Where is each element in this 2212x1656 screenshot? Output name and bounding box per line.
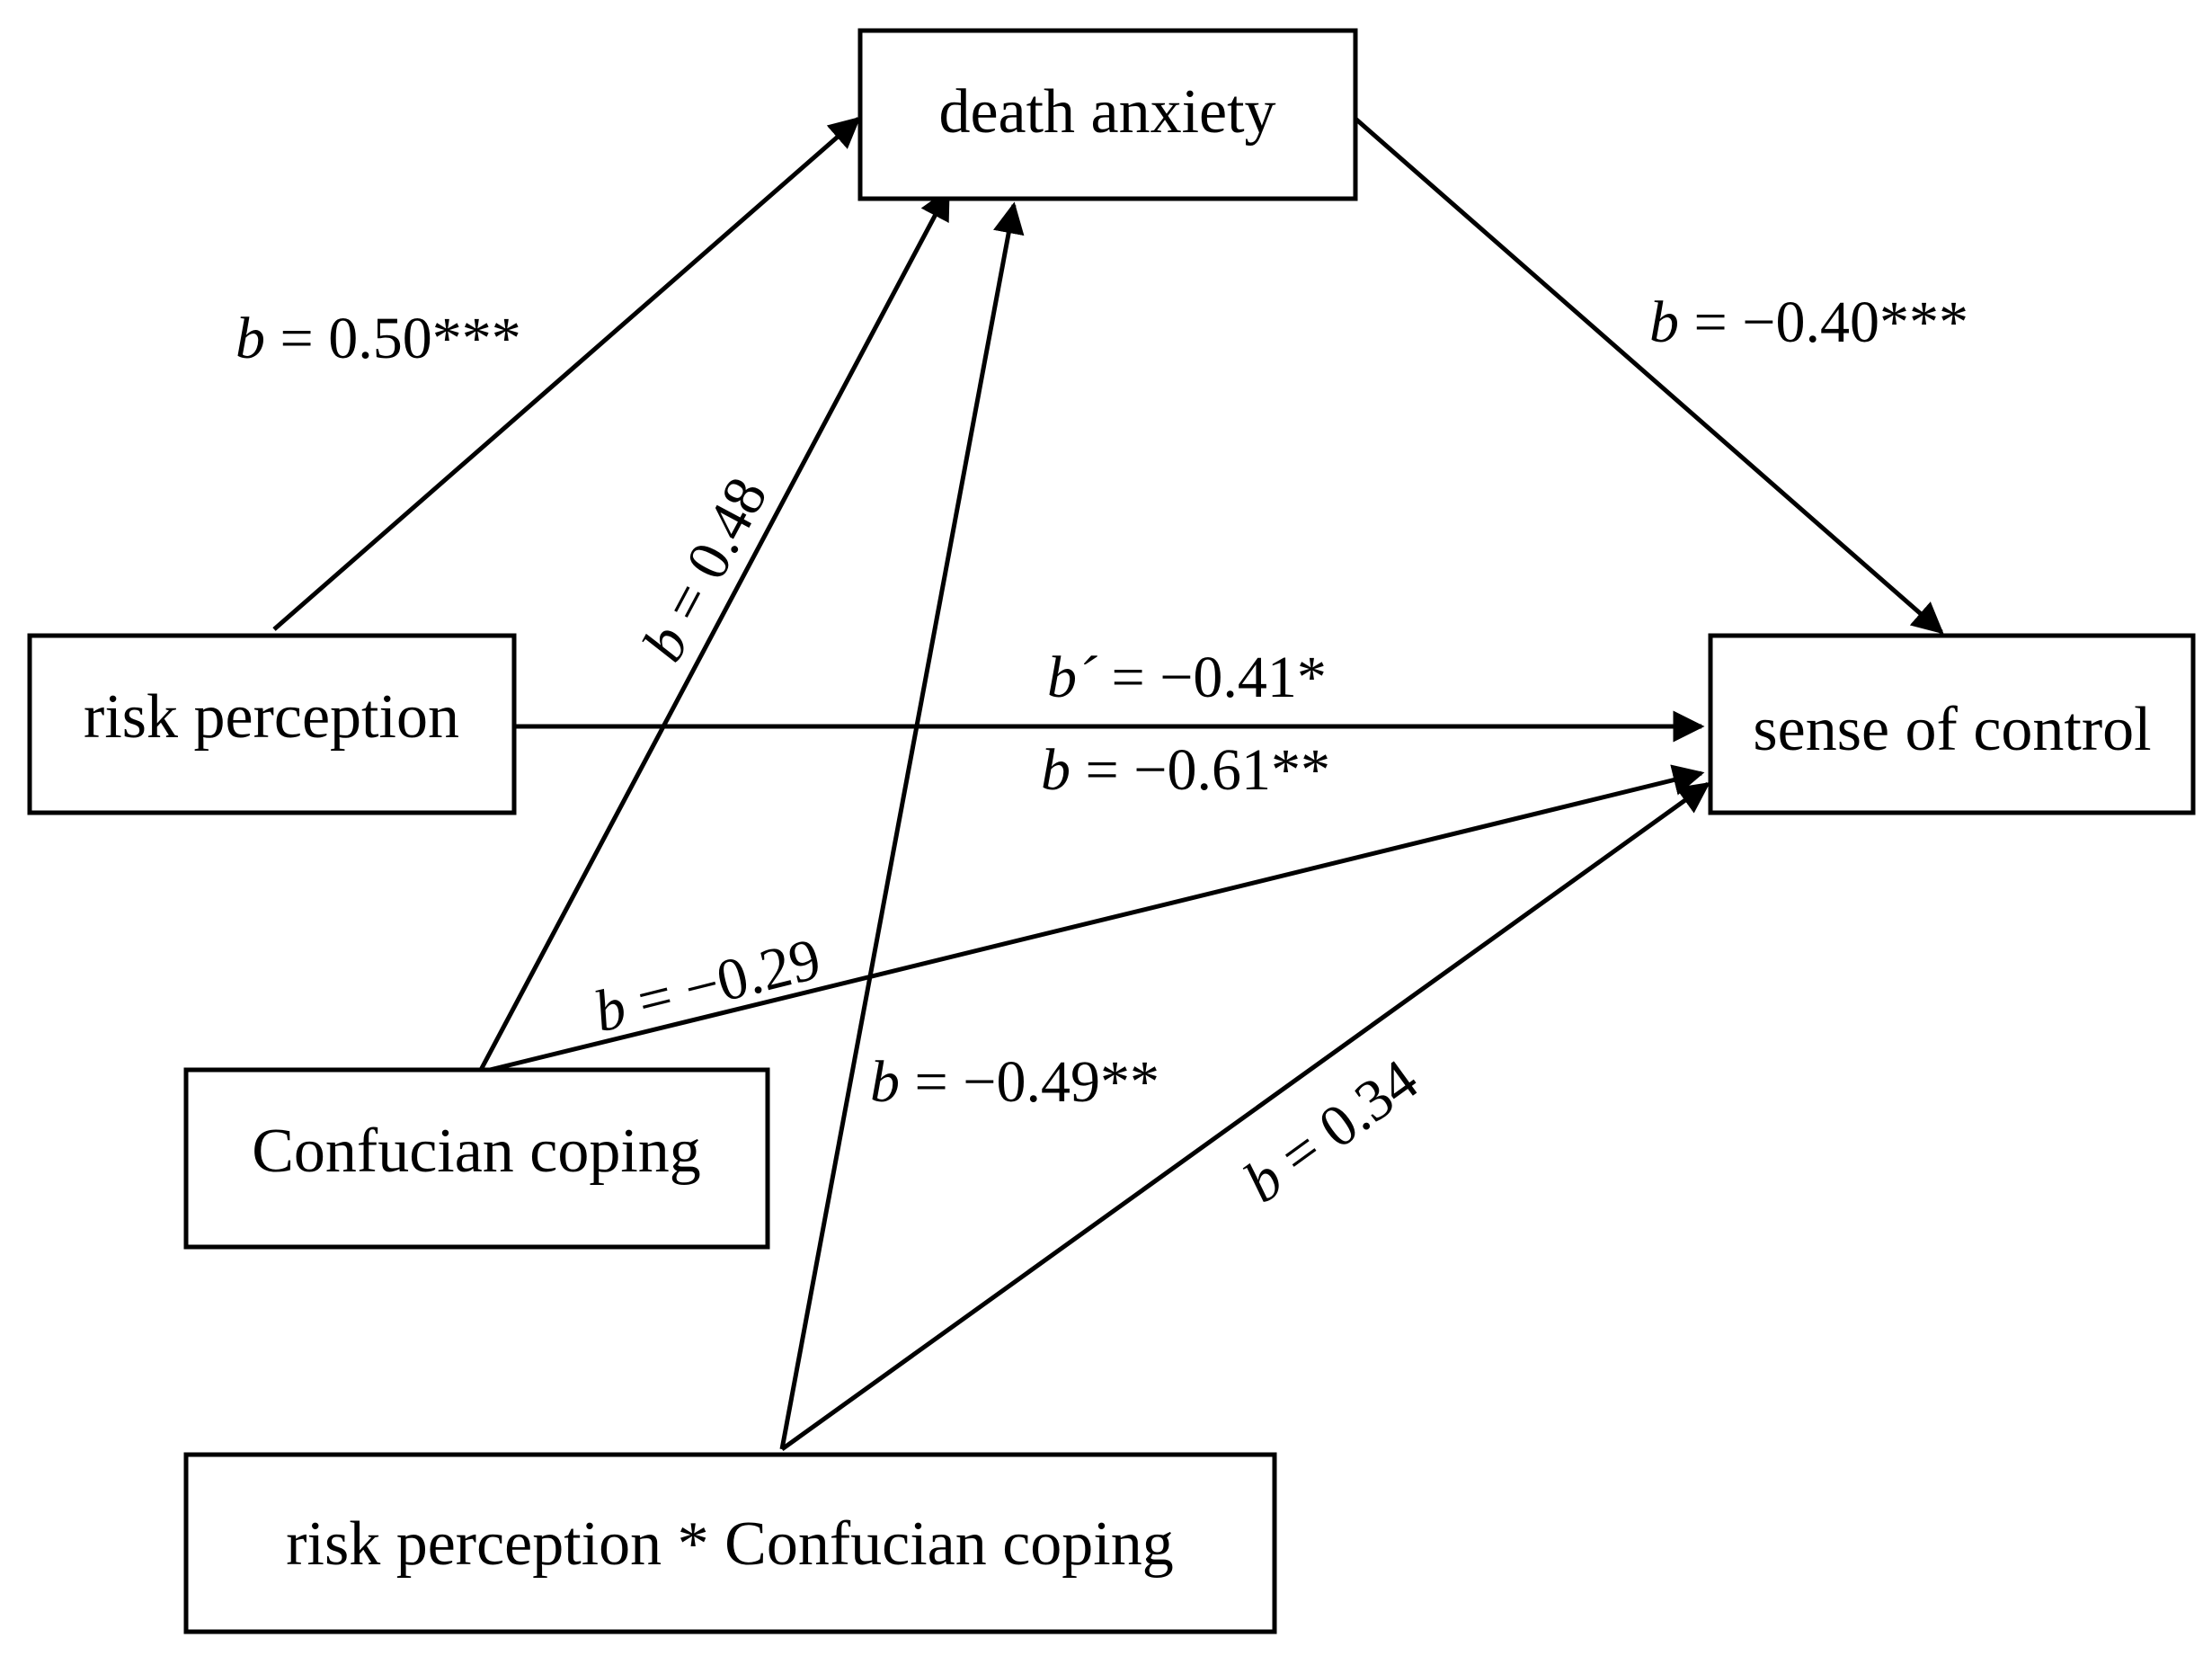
node-interaction: risk perception * Confucian coping [183, 1452, 1277, 1634]
node-risk-perception: risk perception [27, 633, 517, 815]
path-cc-to-sc [489, 764, 1705, 1073]
path-int-to-da [779, 201, 1025, 1450]
node-sense-of-control: sense of control [1708, 633, 2196, 815]
coef-cc-to-sc: b = −0.29 [588, 926, 827, 1046]
node-label: sense of control [1753, 695, 2151, 764]
node-label: Confucian coping [252, 1117, 701, 1186]
node-confucian-coping: Confucian coping [183, 1067, 770, 1250]
path-cc-to-da [478, 187, 951, 1072]
coef-cc-to-da: b = 0.48 [630, 467, 780, 672]
path-rp-to-da [272, 116, 861, 631]
node-label: risk perception * Confucian coping [286, 1509, 1174, 1579]
coef-rp-to-sc-direct: b´ = −0.41* [1047, 645, 1327, 710]
node-label: risk perception [84, 682, 459, 752]
coef-rp-to-da: b = 0.50*** [235, 306, 521, 371]
path-int-to-sc [780, 781, 1710, 1452]
coef-int-to-da: b = −0.49** [870, 1049, 1159, 1115]
coef-da-to-sc: b = −0.40*** [1649, 289, 1968, 355]
node-label: death anxiety [938, 77, 1275, 147]
node-death-anxiety: death anxiety [857, 28, 1358, 201]
coef-rp-to-sc-total: b = −0.61** [1041, 737, 1330, 803]
coef-int-to-sc: b = 0.34 [1232, 1047, 1430, 1216]
path-da-to-sc [1354, 117, 1944, 635]
